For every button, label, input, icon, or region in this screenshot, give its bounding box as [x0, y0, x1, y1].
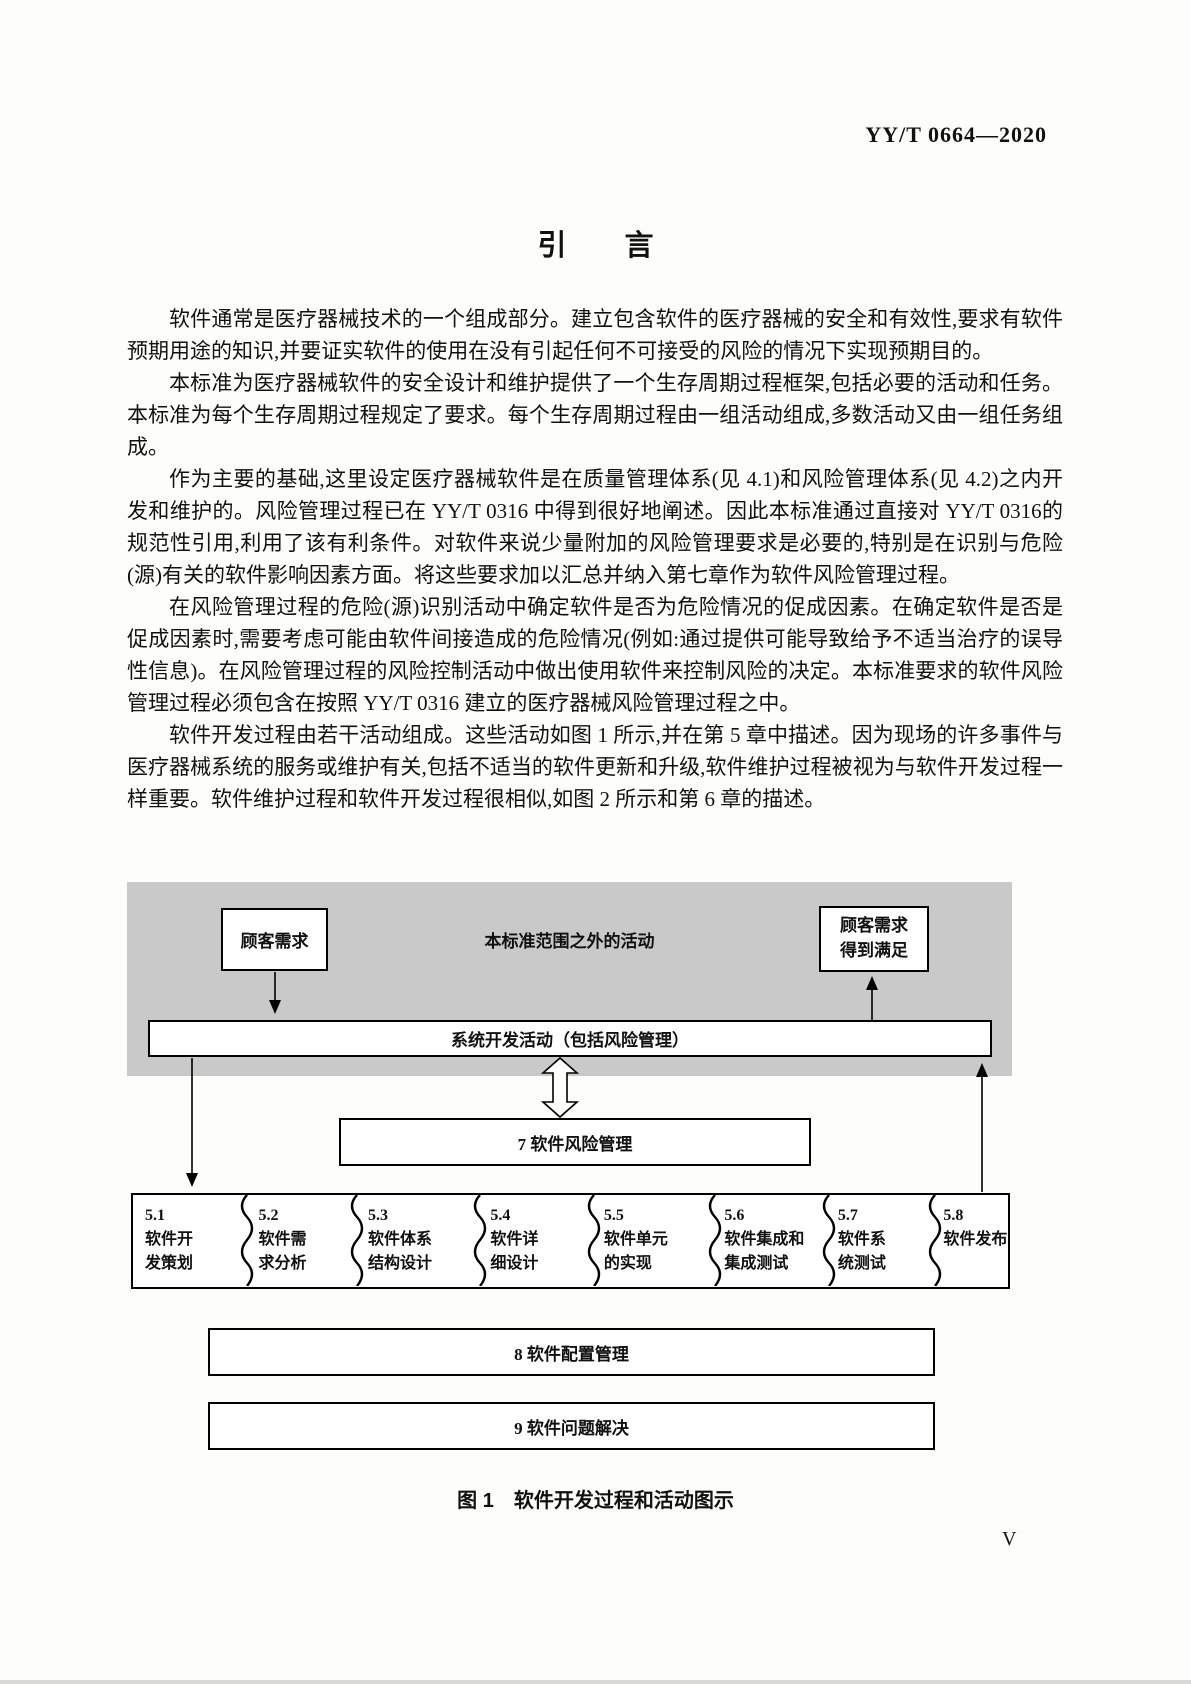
software-configuration-management-box: 8 软件配置管理 — [208, 1328, 935, 1376]
activity-name: 软件系 — [837, 1231, 886, 1248]
activity-number: 5.3 — [367, 1207, 388, 1224]
software-problem-resolution-box: 9 软件问题解决 — [208, 1402, 935, 1450]
paragraph: 本标准为医疗器械软件的安全设计和维护提供了一个生存周期过程框架,包括必要的活动和… — [127, 371, 1063, 459]
paragraph: 在风险管理过程的危险(源)识别活动中确定软件是否为危险情况的促成因素。在确定软件… — [127, 595, 1063, 715]
introduction-text: 软件通常是医疗器械技术的一个组成部分。建立包含软件的医疗器械的安全和有效性,要求… — [127, 303, 1063, 815]
activity-number: 5.1 — [145, 1207, 165, 1224]
activity-5-1: 5.1 软件开 发策划 — [133, 1195, 246, 1287]
activity-name: 细设计 — [490, 1255, 539, 1272]
system-development-bar: 系统开发活动（包括风险管理） — [148, 1020, 992, 1057]
activity-number: 5.2 — [258, 1207, 279, 1224]
wavy-separator — [708, 1195, 722, 1286]
activity-name: 的实现 — [603, 1255, 652, 1272]
activity-name: 软件发布 — [943, 1231, 1008, 1248]
wavy-separator — [928, 1195, 942, 1286]
activity-name: 集成测试 — [724, 1255, 789, 1272]
customer-needs-met-box: 顾客需求 得到满足 — [819, 906, 929, 972]
activity-5-5: 5.5 软件单元 的实现 — [592, 1195, 712, 1287]
activity-number: 5.4 — [490, 1207, 511, 1224]
activity-name: 求分析 — [258, 1255, 307, 1272]
activity-number: 5.7 — [837, 1207, 858, 1224]
activity-5-6: 5.6 软件集成和 集成测试 — [712, 1195, 825, 1287]
wavy-separator — [822, 1195, 836, 1286]
activity-cells: 5.1 软件开 发策划 5.2 软件需 求分析 5.3 软件体系 结构设计 5.… — [133, 1195, 1008, 1287]
activity-name: 软件集成和 — [724, 1231, 805, 1248]
activity-5-3: 5.3 软件体系 结构设计 — [356, 1195, 478, 1287]
activity-name: 软件体系 — [367, 1231, 432, 1248]
customer-needs-met-line2: 得到满足 — [840, 941, 908, 960]
page-number: V — [1002, 1528, 1017, 1550]
activity-5-8: 5.8 软件发布 — [931, 1195, 1008, 1287]
figure-caption: 图 1 软件开发过程和活动图示 — [457, 1490, 734, 1512]
out-of-scope-label: 本标准范围之外的活动 — [484, 932, 655, 951]
activity-number: 5.5 — [603, 1207, 624, 1224]
customer-needs-box: 顾客需求 — [221, 908, 328, 971]
activity-name: 结构设计 — [367, 1255, 432, 1272]
wavy-separator — [240, 1195, 254, 1286]
activity-name: 软件开 — [145, 1231, 194, 1248]
wavy-separator — [473, 1195, 487, 1286]
customer-needs-met-line1: 顾客需求 — [840, 916, 908, 936]
wavy-separator — [350, 1195, 364, 1286]
standard-number: YY/T 0664—2020 — [865, 122, 1047, 147]
activity-name: 软件需 — [258, 1231, 307, 1248]
paragraph: 软件通常是医疗器械技术的一个组成部分。建立包含软件的医疗器械的安全和有效性,要求… — [127, 307, 1063, 363]
paragraph: 作为主要的基础,这里设定医疗器械软件是在质量管理体系(见 4.1)和风险管理体系… — [127, 467, 1063, 587]
software-risk-management-box: 7 软件风险管理 — [339, 1118, 811, 1166]
activity-5-7: 5.7 软件系 统测试 — [826, 1195, 932, 1287]
activity-number: 5.8 — [943, 1207, 964, 1224]
activity-number: 5.6 — [724, 1207, 745, 1224]
wavy-separator — [587, 1195, 601, 1286]
activity-name: 软件单元 — [603, 1231, 668, 1248]
activity-name: 统测试 — [837, 1255, 886, 1272]
activity-5-2: 5.2 软件需 求分析 — [246, 1195, 356, 1287]
activity-name: 发策划 — [145, 1255, 194, 1272]
paragraph: 软件开发过程由若干活动组成。这些活动如图 1 所示,并在第 5 章中描述。因为现… — [127, 723, 1063, 811]
page-title: 引 言 — [537, 230, 654, 262]
activity-name: 软件详 — [490, 1231, 539, 1248]
activity-5-4: 5.4 软件详 细设计 — [478, 1195, 591, 1287]
development-activities-box: 5.1 软件开 发策划 5.2 软件需 求分析 5.3 软件体系 结构设计 5.… — [131, 1193, 1010, 1289]
scan-edge — [0, 1680, 1191, 1684]
